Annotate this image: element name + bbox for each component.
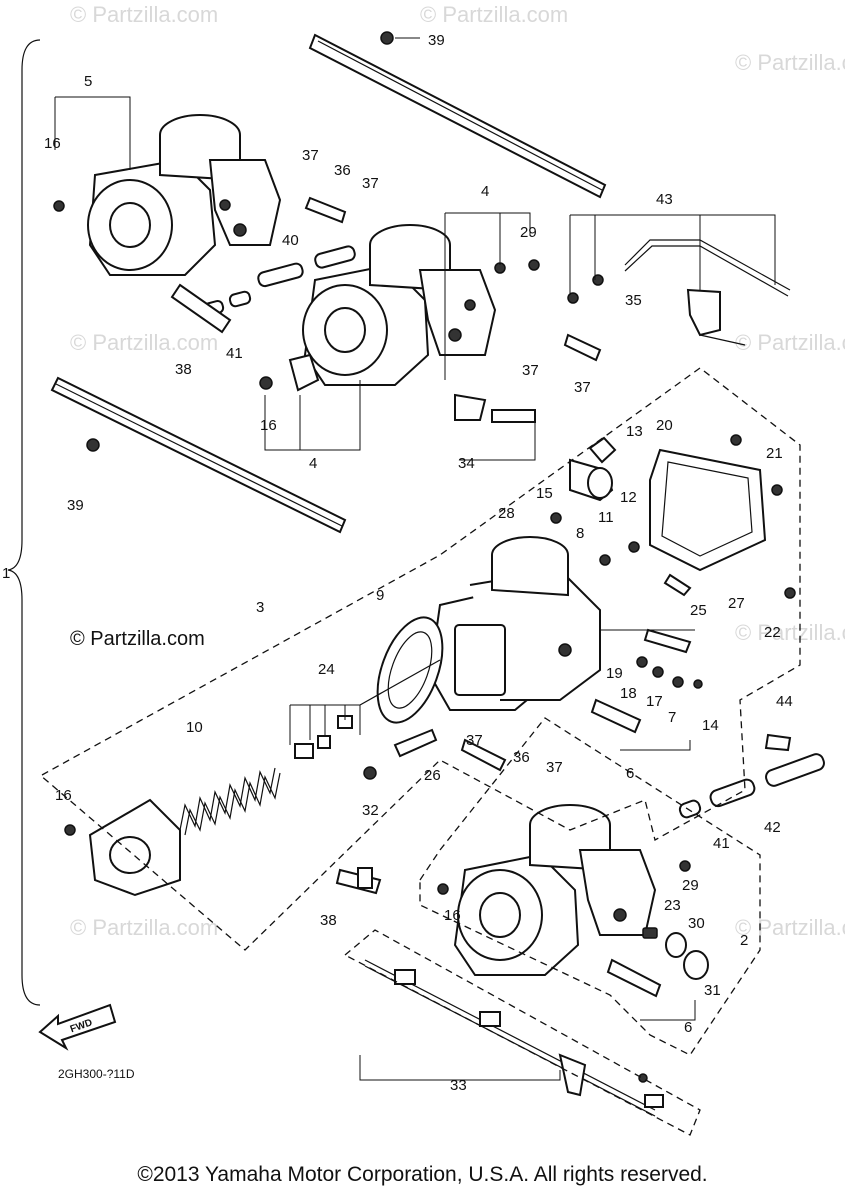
callout-11: 11	[598, 509, 614, 526]
callout-25: 25	[690, 602, 707, 619]
watermark: © Partzilla.com	[735, 330, 845, 355]
caps	[642, 927, 709, 980]
callout-labels: 1 2 3 4 4 5 6 6 7 8 9 10 11 12 13 14 15 …	[2, 32, 793, 1094]
callout-35: 35	[625, 292, 642, 309]
watermark: © Partzilla.com	[735, 50, 845, 75]
callout-16: 16	[444, 907, 461, 924]
callout-43: 43	[656, 191, 673, 208]
callout-41: 41	[226, 345, 243, 362]
watermark: © Partzilla.com	[735, 915, 845, 940]
callout-16: 16	[44, 135, 61, 152]
callout-1: 1	[2, 565, 10, 582]
callout-30: 30	[688, 915, 705, 932]
diaphragm	[359, 616, 444, 724]
carburetor-4	[302, 224, 497, 386]
callout-8: 8	[576, 525, 584, 542]
pipes	[203, 245, 825, 819]
watermarks: © Partzilla.com © Partzilla.com © Partzi…	[70, 2, 845, 940]
assembly-bracket	[7, 39, 41, 1006]
callout-37: 37	[362, 175, 379, 192]
callout-37: 37	[466, 732, 483, 749]
callout-33: 33	[450, 1077, 467, 1094]
float-bowl	[649, 448, 767, 572]
callout-39: 39	[67, 497, 84, 514]
callout-4: 4	[309, 455, 317, 472]
callout-16: 16	[260, 417, 277, 434]
watermark: © Partzilla.com	[70, 2, 218, 27]
callout-40: 40	[282, 232, 299, 249]
callout-16: 16	[55, 787, 72, 804]
watermark: © Partzilla.com	[70, 330, 218, 355]
carburetor-exploded-diagram: © Partzilla.com © Partzilla.com © Partzi…	[2, 2, 845, 1136]
callout-42: 42	[764, 819, 781, 836]
callout-6: 6	[684, 1019, 692, 1036]
callout-29: 29	[520, 224, 537, 241]
callout-5: 5	[84, 73, 92, 90]
callout-26: 26	[424, 767, 441, 784]
callout-4: 4	[481, 183, 489, 200]
callout-7: 7	[668, 709, 676, 726]
callout-20: 20	[656, 417, 673, 434]
callout-2: 2	[740, 932, 748, 949]
carburetor-3	[428, 536, 601, 711]
callout-27: 27	[728, 595, 745, 612]
carburetor-2	[453, 804, 657, 976]
callout-37: 37	[302, 147, 319, 164]
callout-38: 38	[175, 361, 192, 378]
rail-top	[308, 33, 607, 199]
callout-10: 10	[186, 719, 203, 736]
callout-32: 32	[362, 802, 379, 819]
watermark: © Partzilla.com	[735, 620, 845, 645]
callout-12: 12	[620, 489, 637, 506]
callout-17: 17	[646, 693, 663, 710]
callout-22: 22	[764, 624, 781, 641]
center-watermark: © Partzilla.com	[70, 628, 205, 650]
callout-13: 13	[626, 423, 643, 440]
dashed-groupings	[39, 367, 801, 1136]
copyright-notice: ©2013 Yamaha Motor Corporation, U.S.A. A…	[137, 1163, 708, 1186]
callout-31: 31	[704, 982, 721, 999]
fwd-arrow: FWD	[38, 1003, 117, 1051]
callout-39: 39	[428, 32, 445, 49]
callout-37: 37	[546, 759, 563, 776]
callout-41: 41	[713, 835, 730, 852]
callout-9: 9	[376, 587, 384, 604]
rail-bottom	[50, 376, 347, 534]
callout-19: 19	[606, 665, 623, 682]
callout-6: 6	[626, 765, 634, 782]
callout-24: 24	[318, 661, 335, 678]
callout-38: 38	[320, 912, 337, 929]
callout-36: 36	[513, 749, 530, 766]
carburetor-5	[87, 114, 282, 276]
callout-44: 44	[776, 693, 793, 710]
callout-29: 29	[682, 877, 699, 894]
callout-23: 23	[664, 897, 681, 914]
callout-34: 34	[458, 455, 475, 472]
linkage	[624, 239, 791, 346]
callout-37: 37	[574, 379, 591, 396]
callout-28: 28	[498, 505, 515, 522]
callout-15: 15	[536, 485, 553, 502]
callout-3: 3	[256, 599, 264, 616]
watermark: © Partzilla.com	[70, 915, 218, 940]
callout-21: 21	[766, 445, 783, 462]
throttle-shaft	[364, 959, 664, 1117]
callout-18: 18	[620, 685, 637, 702]
callout-36: 36	[334, 162, 351, 179]
small-parts	[53, 31, 796, 998]
watermark: © Partzilla.com	[420, 2, 568, 27]
callout-37: 37	[522, 362, 539, 379]
diagram-ref: 2GH300-?11D	[58, 1067, 135, 1081]
leader-lines	[54, 37, 776, 1081]
spring	[179, 767, 281, 836]
callout-14: 14	[702, 717, 719, 734]
diaphragm-cover	[88, 798, 181, 897]
t-fittings	[170, 283, 382, 895]
fuel-cut-solenoid	[569, 436, 617, 502]
